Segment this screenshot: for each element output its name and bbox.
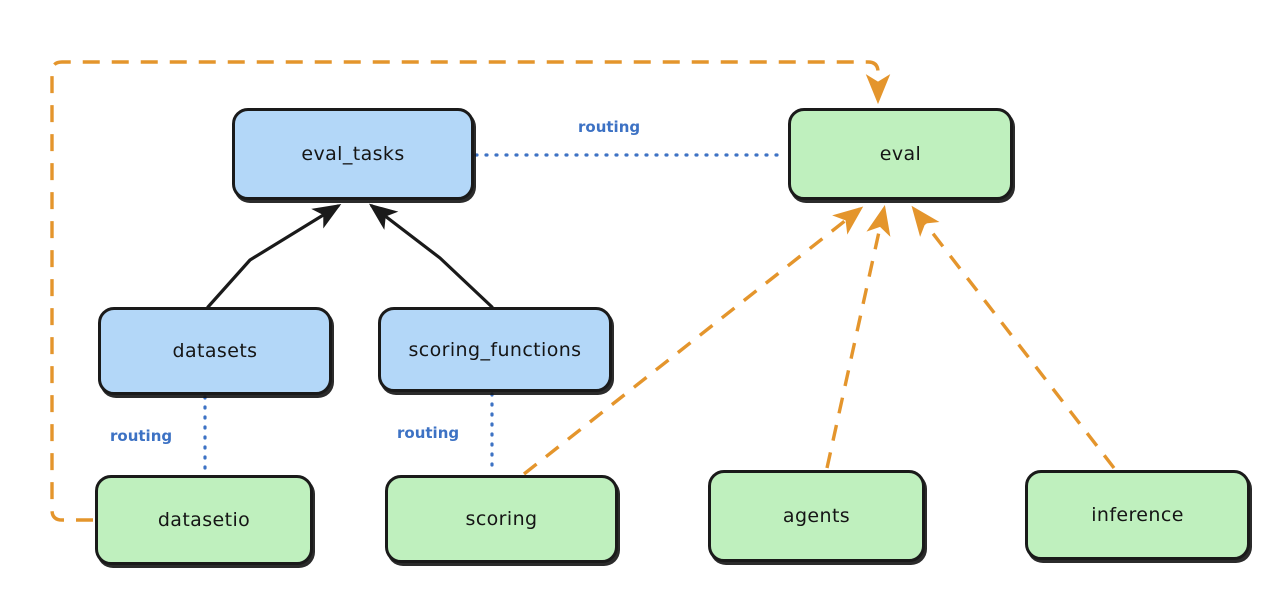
node-label-eval-tasks: eval_tasks	[301, 143, 405, 165]
edge-datasetio-to-eval	[50, 60, 891, 522]
node-agents[interactable]: agents	[708, 470, 925, 562]
edge-datasets-to-eval-tasks	[206, 203, 342, 309]
node-label-datasetio: datasetio	[157, 509, 251, 531]
edge-label-routing-eval: routing	[578, 118, 641, 136]
node-label-inference: inference	[1091, 504, 1184, 526]
node-label-datasets: datasets	[172, 340, 258, 362]
edge-scoring-to-eval	[522, 206, 864, 476]
node-label-agents: agents	[782, 505, 851, 527]
node-eval-tasks[interactable]: eval_tasks	[232, 108, 474, 200]
edge-agents-to-eval	[825, 205, 891, 469]
edge-scoring-functions-to-eval-tasks	[368, 203, 494, 309]
node-scoring[interactable]: scoring	[385, 475, 618, 563]
node-datasets[interactable]: datasets	[98, 307, 332, 395]
node-eval[interactable]: eval	[788, 108, 1013, 200]
edge-label-routing-datasetio: routing	[110, 427, 173, 445]
node-label-scoring: scoring	[465, 508, 538, 530]
node-scoring-functions[interactable]: scoring_functions	[378, 307, 612, 392]
node-label-scoring-functions: scoring_functions	[408, 338, 582, 361]
node-datasetio[interactable]: datasetio	[95, 475, 313, 565]
node-label-eval: eval	[879, 143, 922, 165]
node-inference[interactable]: inference	[1025, 470, 1250, 560]
edge-inference-to-eval	[911, 205, 1116, 470]
edge-label-routing-scoring: routing	[397, 424, 460, 442]
